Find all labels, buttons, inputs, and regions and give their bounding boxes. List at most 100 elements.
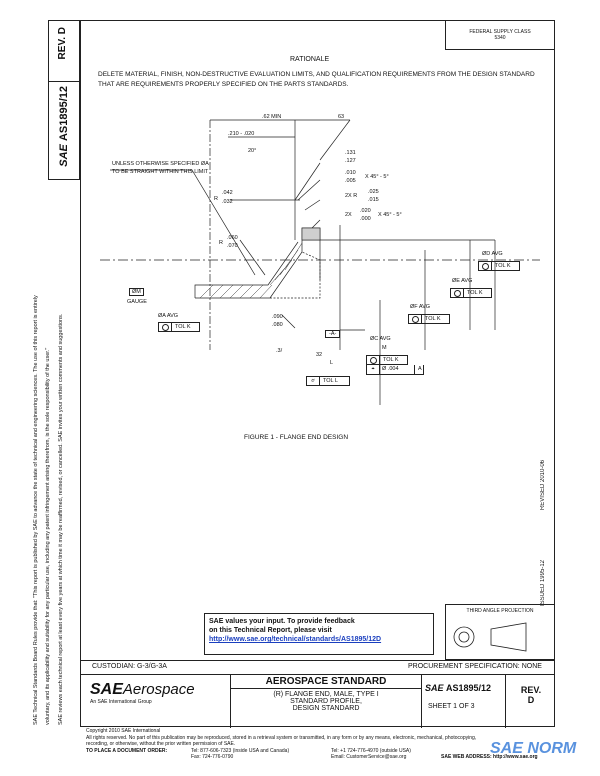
- watermark: SAE NORM: [490, 740, 577, 757]
- note-unless: UNLESS OTHERWISE SPECIFIED ØA TO BE STRA…: [112, 161, 209, 175]
- circle-icon: [409, 315, 422, 323]
- fcf-d-tol: TOL K: [495, 263, 511, 269]
- sae-aerospace-logo: SAEAerospace An SAE International Group: [90, 681, 195, 705]
- docnum-box-top: SAE AS1895/12: [48, 82, 80, 180]
- fcf-c-datum: A: [418, 366, 422, 372]
- logo-sub: An SAE International Group: [90, 699, 152, 705]
- issued-date: ISSUED 1995-12: [540, 560, 546, 607]
- dim-060: .060: [227, 235, 238, 241]
- fcf-f: TOL K: [408, 314, 450, 324]
- rationale-text: DELETE MATERIAL, FINISH, NON-DESTRUCTIVE…: [98, 71, 535, 88]
- rev-box-top: REV. D: [48, 20, 80, 82]
- feedback-link[interactable]: http://www.sae.org/technical/standards/A…: [209, 636, 382, 643]
- circle-icon: [367, 356, 380, 364]
- flange-drawing: [100, 119, 540, 405]
- dim-020: .020: [360, 208, 371, 214]
- r060-prefix: R: [219, 240, 223, 246]
- fcf-f-tol: TOL K: [425, 316, 441, 322]
- datum-a: -A-: [325, 330, 341, 338]
- fed-supply-line1: FEDERAL SUPPLY CLASS: [469, 29, 531, 35]
- tel2: Tel: +1 724-776-4970 (outside USA): [331, 747, 411, 754]
- dim-025: .025: [368, 189, 379, 195]
- dim-015: .015: [368, 197, 379, 203]
- fcf-e: TOL K: [450, 288, 492, 298]
- desc-2: STANDARD PROFILE,: [290, 698, 362, 705]
- fax: Fax: 724-776-0790: [191, 753, 234, 760]
- dim-005: .005: [345, 178, 356, 184]
- dim-070: .070: [227, 243, 238, 249]
- feedback-line2: on this Technical Report, please visit: [209, 627, 332, 634]
- dim-010: .010: [345, 170, 356, 176]
- dim-x45b: X 45° - 5°: [378, 212, 402, 218]
- title-block: SAEAerospace An SAE International Group …: [80, 674, 556, 728]
- rev-block: REV. D: [505, 675, 556, 728]
- f-avg: ØF AVG: [410, 304, 431, 310]
- tel: Tel: 877-606-7323 (inside USA and Canada…: [191, 747, 290, 754]
- dim-127: .127: [345, 158, 356, 164]
- fed-supply-line2: 5340: [494, 35, 506, 41]
- footer: Copyright 2010 SAE International All rig…: [86, 728, 586, 762]
- web[interactable]: SAE WEB ADDRESS: http://www.sae.org: [441, 753, 538, 760]
- margin-text-2: voluntary, and its applicability and sui…: [45, 347, 51, 725]
- dim-131: .131: [345, 150, 356, 156]
- title-center: AEROSPACE STANDARD (R) FLANGE END, MALE,…: [230, 675, 422, 728]
- dim-x45a: X 45° - 5°: [365, 174, 389, 180]
- fcf-c1: TOL K: [366, 355, 408, 365]
- feedback-box: SAE values your input. To provide feedba…: [204, 613, 434, 655]
- m-label: M: [382, 345, 387, 351]
- fcf-a-tol: TOL K: [175, 324, 191, 330]
- dim-210: .210 - .020: [228, 131, 255, 137]
- d-avg: ØD AVG: [482, 251, 503, 257]
- fcf-d: TOL K: [478, 261, 520, 271]
- r042-prefix: R: [214, 196, 218, 202]
- third-angle-label: THIRD ANGLE PROJECTION: [466, 608, 534, 614]
- rights: All rights reserved. No part of this pub…: [86, 734, 477, 741]
- custodian: CUSTODIAN: G-3/G-3A: [92, 663, 167, 670]
- dim-090: .090: [272, 314, 283, 320]
- circle-icon: [479, 262, 492, 270]
- revised-date: REVISED 2010-06: [540, 460, 546, 511]
- fcf-e-tol: TOL K: [467, 290, 483, 296]
- e-avg: ØE AVG: [452, 278, 473, 284]
- c-avg: ØC AVG: [370, 336, 391, 342]
- position-icon: ⌖: [367, 365, 380, 374]
- circle-icon: [159, 323, 172, 331]
- dim-000: .000: [360, 216, 371, 222]
- third-angle-box: THIRD ANGLE PROJECTION: [445, 604, 555, 660]
- standard-title: AEROSPACE STANDARD: [231, 675, 421, 689]
- dim-042: .042: [222, 190, 233, 196]
- fcf-c2: ⌖ Ø .004 A: [366, 365, 424, 375]
- procurement: PROCUREMENT SPECIFICATION: NONE: [408, 663, 542, 670]
- fcf-l-tol: TOL L: [323, 378, 338, 384]
- projection-symbol-icon: [453, 622, 527, 652]
- custodian-row: CUSTODIAN: G-3/G-3A PROCUREMENT SPECIFIC…: [80, 660, 555, 674]
- drawing-frame: [80, 20, 555, 727]
- dim-63: 63: [338, 114, 345, 120]
- rev-label-top: REV. D: [57, 27, 68, 60]
- fcf-c-tol: TOL K: [383, 357, 399, 363]
- a-avg: ØA AVG: [158, 313, 179, 319]
- dim-2xr: 2X R: [345, 193, 358, 199]
- dim-2x: 2X: [345, 212, 352, 218]
- rights2: recording, or otherwise, without the pri…: [86, 741, 236, 747]
- gauge-m: ØM: [129, 288, 144, 296]
- fed-supply-box: FEDERAL SUPPLY CLASS 5340: [445, 20, 555, 50]
- doc-number-top: SAE AS1895/12: [58, 86, 70, 167]
- dim-03: .3/: [276, 348, 283, 354]
- doc-number-block: SAE AS1895/12: [425, 683, 492, 693]
- desc-1: (R) FLANGE END, MALE, TYPE I: [273, 691, 379, 698]
- rationale-title: RATIONALE: [290, 56, 330, 63]
- circle-icon: [451, 289, 464, 297]
- dim-62min: .62 MIN: [262, 114, 282, 120]
- margin-text-1: SAE Technical Standards Board Rules prov…: [33, 295, 39, 725]
- dim-l: L: [330, 360, 334, 366]
- dim-032: .032: [222, 199, 233, 205]
- copyright: Copyright 2010 SAE International: [86, 728, 161, 734]
- cylindricity-icon: ⌭: [307, 377, 320, 385]
- dim-20deg: 20°: [248, 148, 257, 154]
- email: Email: CustomerService@sae.org: [331, 753, 407, 760]
- feedback-line1: SAE values your input. To provide feedba…: [209, 618, 355, 625]
- sheet: SHEET 1 OF 3: [428, 703, 475, 710]
- fcf-a: TOL K: [158, 322, 200, 332]
- dim-32: 32: [316, 352, 323, 358]
